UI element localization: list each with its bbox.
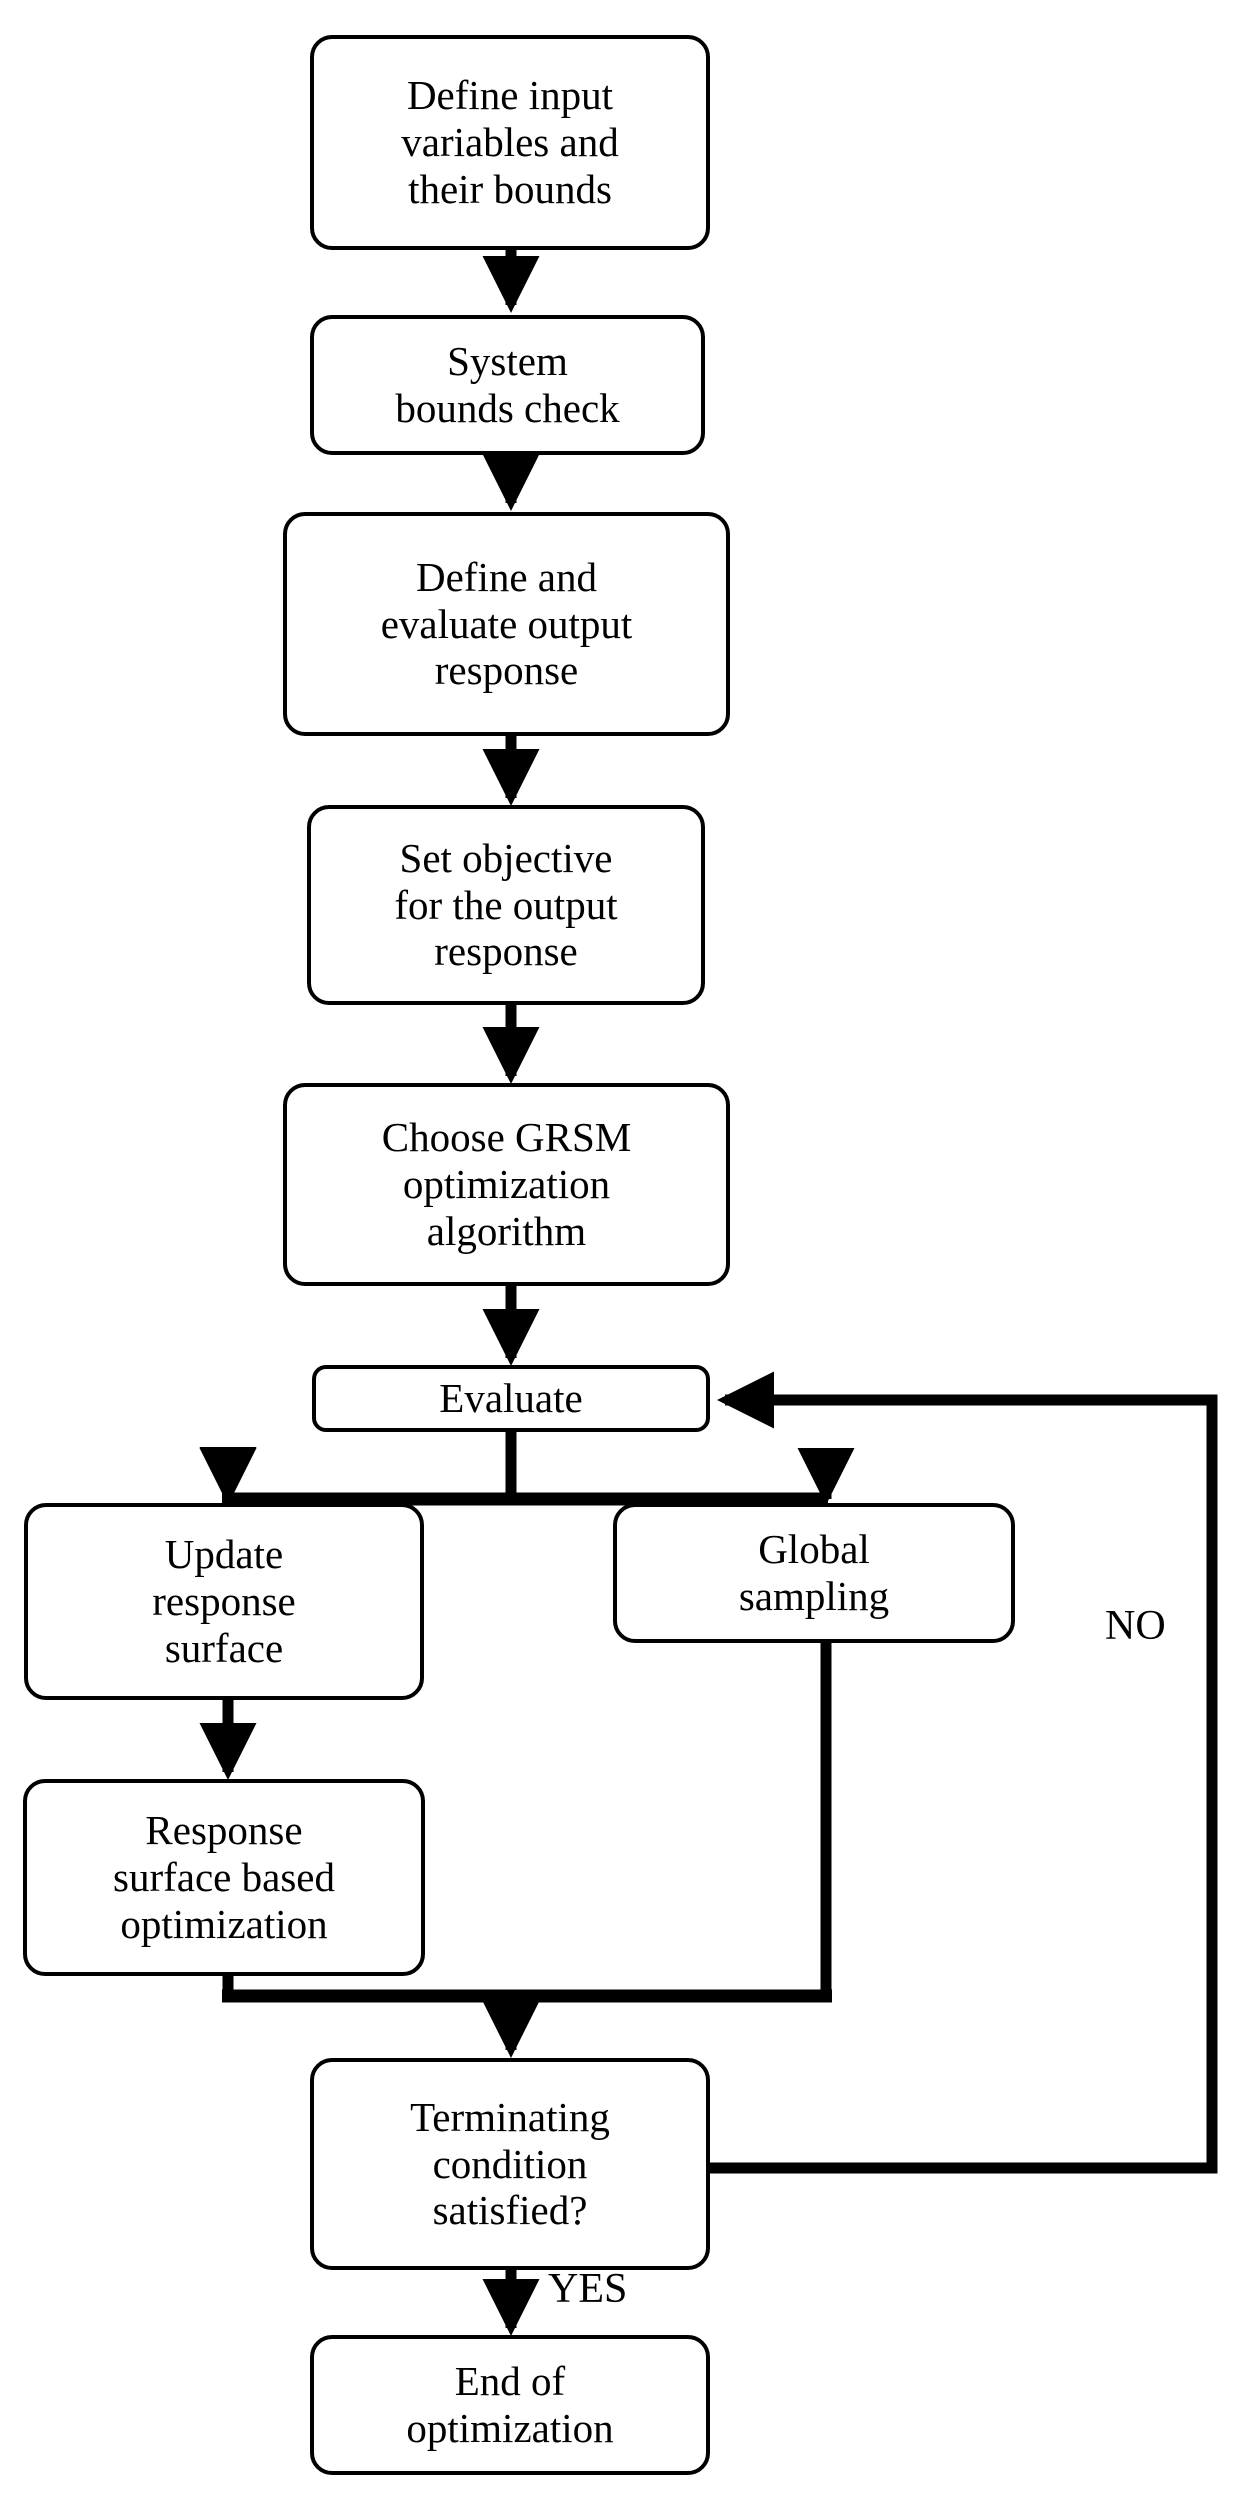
- node-terminating-condition[interactable]: Terminating condition satisfied?: [310, 2058, 710, 2270]
- node-choose-grsm-label: Choose GRSM optimization algorithm: [381, 1114, 632, 1254]
- node-response-surface-optimization-label: Response surface based optimization: [113, 1807, 335, 1947]
- node-terminating-condition-label: Terminating condition satisfied?: [410, 2093, 610, 2234]
- edge-label-yes-text: YES: [548, 2266, 628, 2312]
- edge-label-no: NO: [1105, 1605, 1166, 1647]
- node-set-objective[interactable]: Set objective for the output response: [307, 805, 705, 1005]
- node-evaluate[interactable]: Evaluate: [312, 1365, 710, 1432]
- node-end-of-optimization-label: End of optimization: [406, 2358, 614, 2451]
- node-system-bounds-check[interactable]: System bounds check: [310, 315, 705, 455]
- node-set-objective-label: Set objective for the output response: [394, 834, 618, 975]
- node-define-input[interactable]: Define input variables and their bounds: [310, 35, 710, 250]
- node-update-response-surface[interactable]: Update response surface: [24, 1503, 424, 1700]
- edge-label-yes: YES: [548, 2268, 627, 2310]
- edge-label-no-text: NO: [1105, 1603, 1166, 1649]
- node-end-of-optimization[interactable]: End of optimization: [310, 2335, 710, 2475]
- node-choose-grsm[interactable]: Choose GRSM optimization algorithm: [283, 1083, 730, 1286]
- node-define-input-label: Define input variables and their bounds: [401, 72, 619, 212]
- node-system-bounds-check-label: System bounds check: [395, 338, 620, 431]
- node-global-sampling-label: Global sampling: [738, 1526, 890, 1619]
- node-define-evaluate-output-label: Define and evaluate output response: [380, 553, 633, 694]
- node-evaluate-label: Evaluate: [439, 1375, 583, 1422]
- node-global-sampling[interactable]: Global sampling: [613, 1503, 1015, 1643]
- node-update-response-surface-label: Update response surface: [152, 1531, 296, 1671]
- node-response-surface-optimization[interactable]: Response surface based optimization: [23, 1779, 425, 1976]
- node-define-evaluate-output[interactable]: Define and evaluate output response: [283, 512, 730, 736]
